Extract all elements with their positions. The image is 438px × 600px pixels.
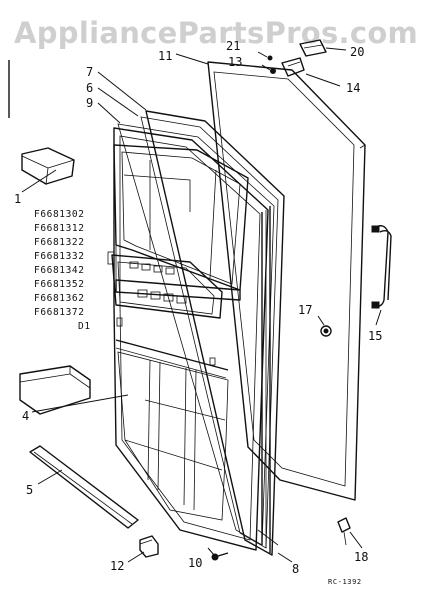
leader-11 xyxy=(175,53,209,65)
callout-12: 12 xyxy=(110,559,124,573)
callout-15: 15 xyxy=(368,329,382,343)
callout-18: 18 xyxy=(354,550,368,564)
part-14-hinge-bracket xyxy=(281,57,341,87)
leader-9 xyxy=(97,102,121,124)
part-1-shelf-cover xyxy=(21,147,75,193)
part-18-hinge-pin xyxy=(337,517,363,549)
callout-21: 21 xyxy=(226,39,240,53)
callout-8: 8 xyxy=(292,562,299,576)
part-9-gasket-strip xyxy=(117,123,275,546)
leader-6 xyxy=(97,87,139,117)
callout-5: 5 xyxy=(26,483,33,497)
callout-14: 14 xyxy=(346,81,360,95)
leader-7 xyxy=(97,71,147,111)
model-code-list: F6681302 F6681312 F6681322 F6681332 F668… xyxy=(34,209,91,332)
model-code: F6681322 xyxy=(34,237,85,248)
part-12-clip xyxy=(127,535,159,563)
model-code: F6681352 xyxy=(34,279,85,290)
model-code: F6681342 xyxy=(34,265,85,276)
part-20-hinge-cover xyxy=(299,39,347,57)
part-7-door-gasket xyxy=(140,110,285,556)
model-code: F6681372 xyxy=(34,307,85,318)
drawing-reference: RC-1392 xyxy=(328,578,362,586)
part-4-ice-chute xyxy=(19,365,129,415)
callout-4: 4 xyxy=(22,409,29,423)
callout-13: 13 xyxy=(228,55,242,69)
callout-10: 10 xyxy=(188,556,202,570)
ice-dispenser-vents xyxy=(129,261,187,304)
callout-11: 11 xyxy=(158,49,172,63)
door-liner xyxy=(107,127,269,551)
model-code: D1 xyxy=(78,321,91,332)
model-code: F6681312 xyxy=(34,223,85,234)
callout-6: 6 xyxy=(86,81,93,95)
callout-17: 17 xyxy=(298,303,312,317)
leader-8 xyxy=(277,552,293,563)
part-15-door-handle xyxy=(371,225,392,326)
model-code: F6681362 xyxy=(34,293,85,304)
callout-7: 7 xyxy=(86,65,93,79)
callout-9: 9 xyxy=(86,96,93,110)
model-code: F6681332 xyxy=(34,251,85,262)
model-code: F6681302 xyxy=(34,209,85,220)
part-13-screw xyxy=(261,64,276,74)
part-10-screw xyxy=(207,547,229,561)
part-8-hinge-trim xyxy=(257,206,279,553)
part-5-bottom-trim xyxy=(29,445,139,529)
part-17-plug xyxy=(317,315,332,337)
part-11-outer-door-panel xyxy=(207,61,366,501)
part-21-screw xyxy=(257,51,273,61)
watermark-text: AppliancePartsPros.com xyxy=(14,16,419,50)
callout-1: 1 xyxy=(14,192,21,206)
callout-20: 20 xyxy=(350,45,364,59)
